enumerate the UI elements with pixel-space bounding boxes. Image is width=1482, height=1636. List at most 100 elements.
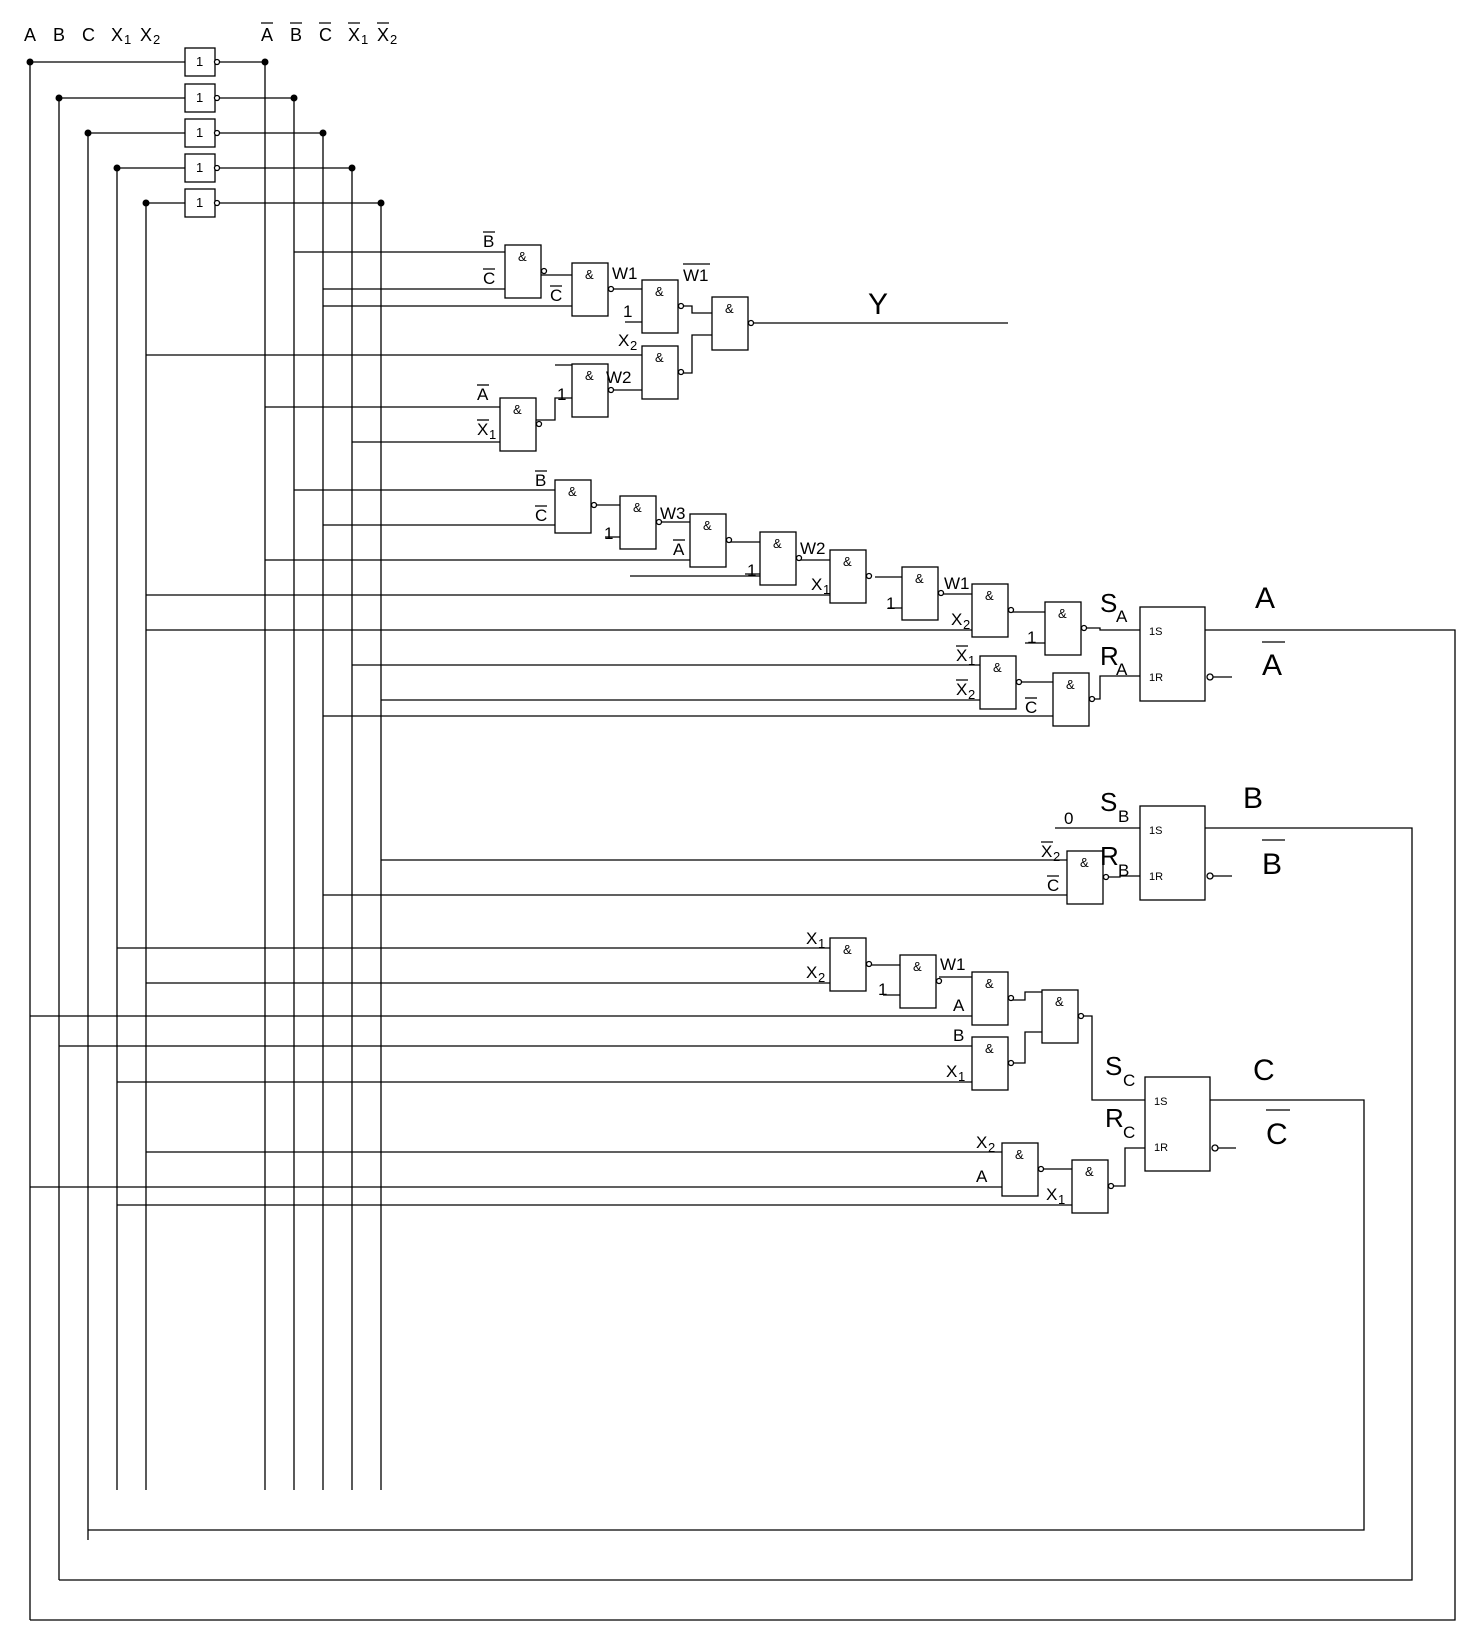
rs-flipflop-c: 1S 1R C C	[88, 1054, 1365, 1531]
y-logic-wires	[146, 251, 1008, 443]
inverter-wires	[30, 61, 381, 204]
svg-text:W2: W2	[800, 539, 826, 558]
input-label-a: A	[24, 25, 36, 45]
inverted-label-a: A	[261, 25, 273, 45]
output-c: C	[1253, 1054, 1275, 1087]
svg-text:&: &	[1066, 677, 1075, 692]
svg-text:X: X	[1041, 842, 1052, 861]
svg-text:&: &	[843, 942, 852, 957]
svg-text:1: 1	[196, 160, 203, 175]
svg-text:&: &	[993, 660, 1002, 675]
svg-text:1: 1	[1027, 628, 1036, 647]
and-gate-rc1: &	[1001, 1142, 1045, 1197]
and-gate-y7: &	[499, 397, 543, 452]
svg-text:X: X	[806, 963, 817, 982]
inverted-label-x1-sub: 1	[361, 32, 368, 47]
svg-text:1S: 1S	[1149, 626, 1162, 638]
label-w1: W1	[612, 264, 638, 283]
label-one-y3: 1	[623, 302, 632, 321]
and-gate-sa2: &	[619, 495, 663, 550]
not-gate-x2: 1	[184, 188, 221, 218]
and-gate-rb: &	[1066, 850, 1110, 905]
svg-text:X: X	[806, 929, 817, 948]
svg-text:1: 1	[196, 195, 203, 210]
rs-flipflop-b: 1S 1R B B	[59, 782, 1413, 1581]
svg-text:&: &	[915, 571, 924, 586]
svg-text:A: A	[976, 1167, 988, 1186]
input-label-x1-sub: 1	[124, 32, 131, 47]
inverted-bus-labels: A B C X 1 X 2	[261, 22, 397, 47]
feedback-b	[59, 827, 1413, 1581]
svg-text:&: &	[773, 536, 782, 551]
label-x2-y5: X	[618, 331, 629, 350]
svg-text:&: &	[703, 518, 712, 533]
inverted-label-b: B	[290, 25, 302, 45]
svg-text:1: 1	[196, 125, 203, 140]
label-ra: R	[1100, 641, 1119, 671]
and-gate-sc3: &	[971, 971, 1015, 1026]
and-gate-sa6: &	[901, 566, 945, 621]
label-not-b: B	[483, 232, 494, 251]
vertical-buses	[29, 62, 382, 1620]
svg-text:1: 1	[747, 561, 756, 580]
flipflop-a-logic: & & & & & & & & & & B C 1 W3 A 1 W2 X 1 …	[146, 470, 1140, 727]
input-label-b: B	[53, 25, 65, 45]
svg-text:2: 2	[988, 1140, 995, 1155]
svg-text:&: &	[725, 301, 734, 316]
svg-text:&: &	[1058, 606, 1067, 621]
svg-text:B: B	[535, 471, 546, 490]
svg-text:A: A	[1116, 607, 1128, 626]
svg-text:&: &	[585, 368, 594, 383]
svg-text:1: 1	[878, 980, 887, 999]
svg-text:1: 1	[958, 1069, 965, 1084]
svg-text:&: &	[985, 976, 994, 991]
and-gate-sa3: &	[689, 513, 733, 568]
svg-text:C: C	[1047, 876, 1059, 895]
sc-rc-wires	[30, 947, 1145, 1206]
svg-text:&: &	[518, 249, 527, 264]
label-not-a: A	[477, 385, 489, 404]
not-gate-b: 1	[184, 83, 221, 113]
svg-text:1S: 1S	[1149, 825, 1162, 837]
svg-text:&: &	[913, 959, 922, 974]
svg-text:A: A	[953, 996, 965, 1015]
svg-text:&: &	[1055, 994, 1064, 1009]
junction-dots	[26, 58, 385, 207]
svg-text:C: C	[1123, 1071, 1135, 1090]
label-rc: R	[1105, 1103, 1124, 1133]
and-gate-y6: &	[571, 363, 615, 418]
and-gate-y3: &	[641, 279, 685, 334]
svg-text:2: 2	[963, 617, 970, 632]
sa-ra-wires	[146, 489, 1140, 717]
svg-text:B: B	[1118, 861, 1129, 880]
svg-text:X: X	[946, 1062, 957, 1081]
label-w2: W2	[606, 368, 632, 387]
and-gate-ra1: &	[979, 655, 1023, 710]
and-gate-sa4: &	[759, 531, 803, 586]
svg-text:2: 2	[818, 970, 825, 985]
svg-text:&: &	[655, 350, 664, 365]
svg-text:1: 1	[1058, 1192, 1065, 1207]
svg-text:1: 1	[489, 427, 496, 442]
svg-text:C: C	[1025, 698, 1037, 717]
and-gate-sa5: &	[829, 549, 873, 604]
label-sb: S	[1100, 787, 1117, 817]
and-gate-sc1: &	[829, 937, 873, 992]
svg-text:X: X	[976, 1133, 987, 1152]
input-label-c: C	[82, 25, 95, 45]
svg-text:1R: 1R	[1149, 672, 1163, 684]
svg-text:1: 1	[604, 524, 613, 543]
svg-text:C: C	[1123, 1123, 1135, 1142]
label-w3: W3	[660, 504, 686, 523]
label-not-x1: X	[477, 420, 488, 439]
svg-text:X: X	[1046, 1185, 1057, 1204]
not-gate-x1: 1	[184, 153, 221, 183]
svg-text:2: 2	[1053, 849, 1060, 864]
input-label-x2-sub: 2	[153, 32, 160, 47]
inverter-bank: 1 1 1 1 1	[26, 47, 385, 218]
inverted-label-c: C	[319, 25, 332, 45]
label-not-c: C	[483, 269, 495, 288]
label-not-c-2: C	[550, 286, 562, 305]
output-not-b: B	[1262, 848, 1282, 881]
svg-text:X: X	[811, 575, 822, 594]
